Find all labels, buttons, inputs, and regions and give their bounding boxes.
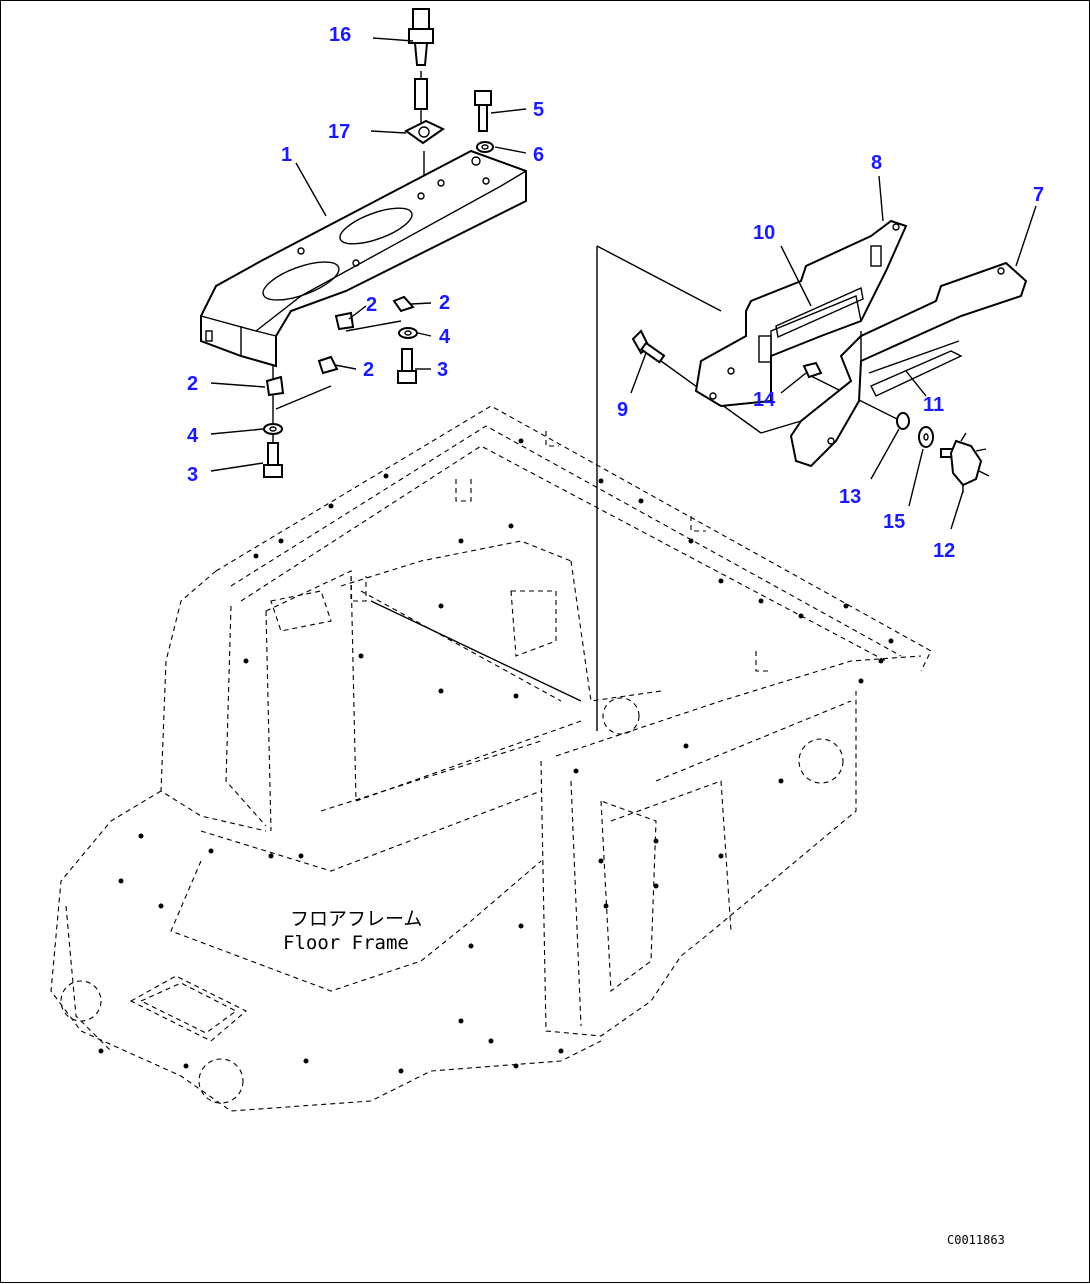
- part-4-washer-right: [398, 327, 418, 339]
- part-12-knob: [940, 432, 990, 493]
- callout-10: 10: [753, 222, 775, 244]
- part-4-washer-left: [263, 423, 283, 435]
- callout-7: 7: [1033, 184, 1044, 206]
- callout-3-right: 3: [437, 359, 448, 381]
- part-2-clip-right-upper: [392, 295, 415, 313]
- callout-4-left: 4: [187, 425, 199, 447]
- callout-11: 11: [923, 394, 944, 416]
- callout-5: 5: [533, 99, 544, 121]
- part-7-long-bracket: [789, 261, 1028, 468]
- part-16-switch: [408, 8, 434, 110]
- callout-4-right: 4: [439, 326, 451, 348]
- part-10-strip: [775, 286, 864, 339]
- callout-2-right: 2: [439, 292, 450, 314]
- callout-14: 14: [753, 389, 776, 411]
- callout-2-upper: 2: [366, 294, 377, 316]
- part-2-clip-left: [265, 375, 285, 397]
- callout-9: 9: [617, 399, 628, 421]
- part-2-clip-center: [334, 311, 355, 331]
- part-8-panel: [694, 219, 908, 408]
- part-3-bolt-left: [263, 442, 283, 478]
- part-6-washer: [476, 141, 494, 153]
- assembly-guide-lines: [272, 71, 902, 731]
- callout-2-left: 2: [187, 373, 198, 395]
- floor-frame-outline: [50, 405, 932, 1112]
- callout-6: 6: [533, 144, 544, 166]
- floor-frame-label-en: Floor Frame: [283, 932, 409, 954]
- callout-15: 15: [883, 511, 905, 533]
- callout-1: 1: [281, 144, 292, 166]
- callout-16: 16: [329, 24, 351, 46]
- frame-rivet-dots: [98, 438, 894, 1074]
- callout-12: 12: [933, 540, 955, 562]
- callout-8: 8: [871, 152, 882, 174]
- part-3-bolt-right: [397, 348, 417, 384]
- callout-13: 13: [839, 486, 861, 508]
- part-17-plate: [404, 119, 445, 145]
- drawing-code: C0011863: [947, 1233, 1005, 1247]
- part-15-washer: [918, 426, 934, 448]
- callout-17: 17: [328, 121, 350, 143]
- floor-frame-label-jp: フロアフレーム: [290, 908, 422, 930]
- part-13-washer: [896, 412, 910, 430]
- part-14-nut: [802, 361, 823, 379]
- part-9-bolt: [631, 329, 666, 364]
- callout-2-lower: 2: [363, 359, 374, 381]
- part-1-bracket: [200, 149, 527, 368]
- part-5-bolt: [474, 90, 492, 132]
- callout-leader-lines: [210, 37, 1037, 530]
- callout-3-left: 3: [187, 464, 198, 486]
- part-2-clip-lower: [317, 355, 339, 375]
